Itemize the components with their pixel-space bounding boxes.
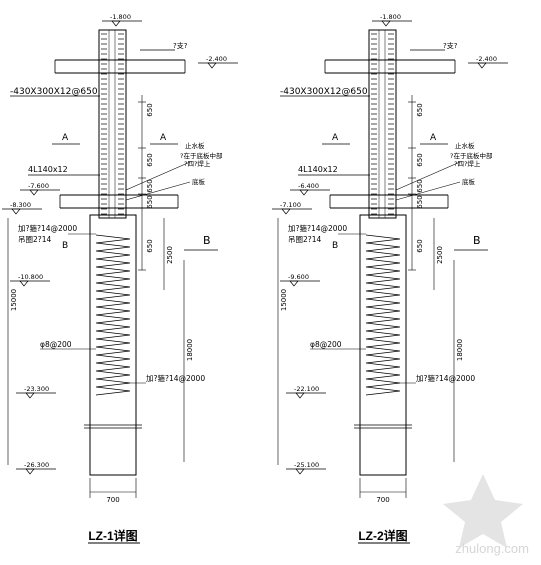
slab-elev-marker <box>207 62 217 69</box>
pile <box>359 214 407 476</box>
angle-spec: 4L140x12 <box>28 165 68 174</box>
section-a-right: A <box>160 133 167 143</box>
waterstop-leader <box>125 161 191 191</box>
dim-2500: 2500 <box>166 246 174 264</box>
dim-650: 650 <box>146 195 154 208</box>
dim-650: 650 <box>416 103 424 116</box>
elev-26-marker <box>295 468 305 475</box>
dim-650: 650 <box>416 195 424 208</box>
watermark-logo <box>433 464 533 554</box>
section-a-left: A <box>332 133 339 143</box>
dim-700: 700 <box>106 496 119 504</box>
dim-700: 700 <box>376 496 389 504</box>
dim-650: 650 <box>416 153 424 166</box>
dim-18000: 18000 <box>456 339 464 361</box>
angle-spec: 4L140x12 <box>298 165 338 174</box>
waterstop-2: ?在于底板中部 <box>450 151 493 160</box>
top-elev-marker <box>111 20 121 27</box>
slab-elev: -2.400 <box>476 55 497 63</box>
dim-650: 650 <box>146 103 154 116</box>
waterstop-1: 止水板 <box>455 141 475 150</box>
elev-low: -8.300 <box>10 201 31 209</box>
section-b-left: B <box>62 241 68 251</box>
dim-18000: 18000 <box>186 339 194 361</box>
elev-10: -10.800 <box>18 273 43 281</box>
beam-spec: -430X300X12@650 <box>10 87 98 97</box>
dim-650: 650 <box>146 179 154 192</box>
elev-mid: -6.400 <box>298 182 319 190</box>
elev-10: -9.600 <box>288 273 309 281</box>
section-b-left: B <box>332 241 338 251</box>
dim-650: 650 <box>146 153 154 166</box>
slab-elev: -2.400 <box>206 55 227 63</box>
section-a-right: A <box>430 133 437 143</box>
elev-low: -7.100 <box>280 201 301 209</box>
top-elev: -1.800 <box>380 13 401 21</box>
elev-mid-marker <box>299 189 309 196</box>
hoop-label-3: 加?箍?14@2000 <box>416 373 475 383</box>
spiral-label: φ8@200 <box>310 340 342 349</box>
column-upper <box>368 29 397 219</box>
lz2-panel: -1.800 ?支? -2.400 -430X300X12@650 650 650 650 6… <box>272 13 508 544</box>
slab-label: ?支? <box>173 41 188 50</box>
elev-23: -23.300 <box>24 385 49 393</box>
dim-650: 650 <box>416 179 424 192</box>
dim-2500: 2500 <box>436 246 444 264</box>
hoop-label-2: 吊圈2?14 <box>18 235 52 244</box>
column-upper <box>98 29 127 219</box>
base-slab: 底板 <box>462 177 476 186</box>
dim-15000: 15000 <box>10 289 18 311</box>
section-b-right: B <box>473 234 481 247</box>
slab-label: ?支? <box>443 41 458 50</box>
pile <box>89 214 137 476</box>
hoop-label-1: 加?箍?14@2000 <box>288 223 347 233</box>
base-leader <box>125 181 191 201</box>
spiral-rebar <box>365 234 401 396</box>
hoop-label-1: 加?箍?14@2000 <box>18 223 77 233</box>
hoop-label-2: 吊圈2?14 <box>288 235 322 244</box>
elev-mid-marker <box>29 189 39 196</box>
elev-23-marker <box>25 392 35 399</box>
panel-caption: LZ-2详图 <box>358 528 407 543</box>
elev-mid: -7.600 <box>28 182 49 190</box>
elev-10-marker <box>19 280 29 287</box>
dim-15000: 15000 <box>280 289 288 311</box>
waterstop-1: 止水板 <box>185 141 205 150</box>
dim-650: 650 <box>146 239 154 252</box>
elev-10-marker <box>289 280 299 287</box>
elev-26-marker <box>25 468 35 475</box>
flower-watermark-icon <box>443 474 523 548</box>
base-slab: 底板 <box>192 177 206 186</box>
beam-spec: -430X300X12@650 <box>280 87 368 97</box>
elev-23-marker <box>295 392 305 399</box>
slab-elev-marker <box>477 62 487 69</box>
elev-low-marker <box>281 208 291 215</box>
elev-26: -26.300 <box>24 461 49 469</box>
waterstop-leader <box>395 161 461 191</box>
waterstop-2: ?在于底板中部 <box>180 151 223 160</box>
elev-26: -25.100 <box>294 461 319 469</box>
elev-23: -22.100 <box>294 385 319 393</box>
panel-caption: LZ-1详图 <box>88 528 137 543</box>
section-a-left: A <box>62 133 69 143</box>
base-leader <box>395 181 461 201</box>
section-b-right: B <box>203 234 211 247</box>
dim-650: 650 <box>416 239 424 252</box>
waterstop-3: ?四?焊上 <box>184 159 211 168</box>
waterstop-3: ?四?焊上 <box>454 159 481 168</box>
lz1-panel: -1.800 ?支? -2.400 -430X300X12@650 650 650 650 6… <box>2 13 238 544</box>
watermark-text: zhulong.com <box>455 541 529 556</box>
spiral-rebar <box>95 234 131 396</box>
hoop-label-3: 加?箍?14@2000 <box>146 373 205 383</box>
elev-low-marker <box>11 208 21 215</box>
top-elev-marker <box>381 20 391 27</box>
top-elev: -1.800 <box>110 13 131 21</box>
spiral-label: φ8@200 <box>40 340 72 349</box>
